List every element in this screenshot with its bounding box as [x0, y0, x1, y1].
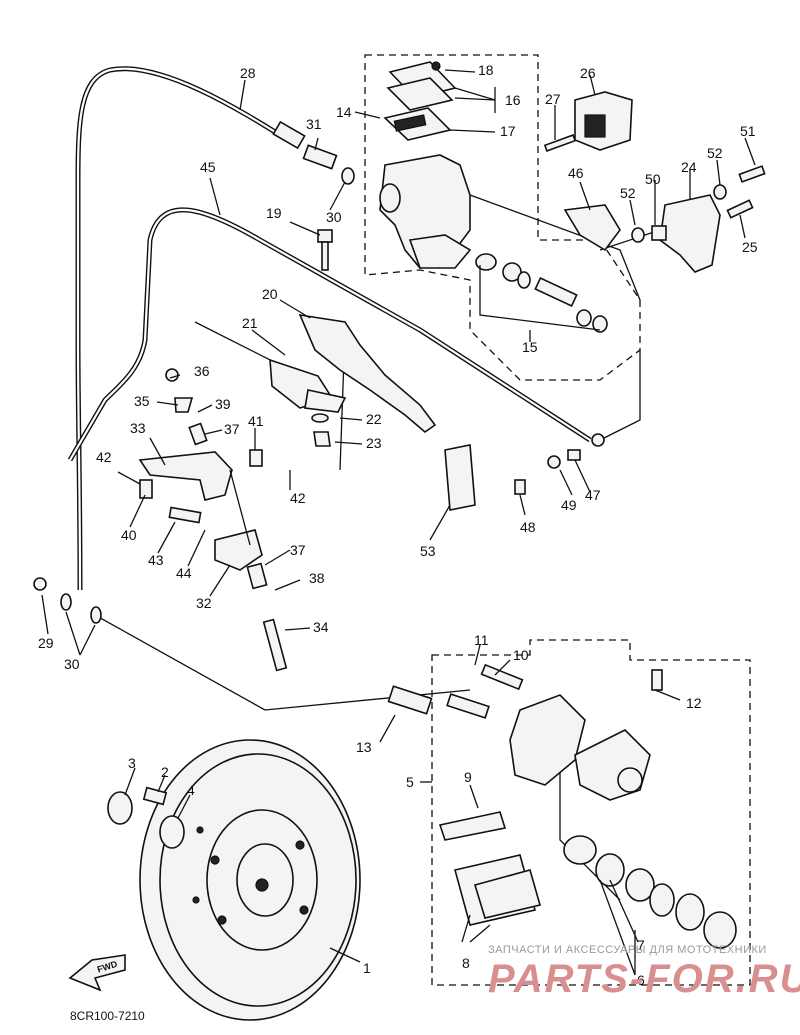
master-cylinder [302, 61, 608, 337]
callout-42a: 42 [96, 449, 112, 465]
callout-12: 12 [686, 695, 702, 711]
callout-7: 7 [637, 937, 645, 953]
callout-19: 19 [266, 205, 282, 221]
callout-52b: 52 [620, 185, 636, 201]
brake-cable-28 [75, 66, 306, 591]
callout-25: 25 [742, 239, 758, 255]
callout-48: 48 [520, 519, 536, 535]
callout-50: 50 [645, 171, 661, 187]
callout-35: 35 [134, 393, 150, 409]
callout-41: 41 [248, 413, 264, 429]
callout-23: 23 [366, 435, 382, 451]
callout-22: 22 [366, 411, 382, 427]
fwd-arrow-icon: FWD [68, 954, 126, 992]
callout-39: 39 [215, 396, 231, 412]
callout-21: 21 [242, 315, 258, 331]
callout-3: 3 [128, 755, 136, 771]
callout-53: 53 [420, 543, 436, 559]
callout-8: 8 [462, 955, 470, 971]
callout-26: 26 [580, 65, 596, 81]
callout-47: 47 [585, 487, 601, 503]
leader-lines [41, 69, 756, 976]
callout-17: 17 [500, 123, 516, 139]
brake-lever [298, 313, 437, 434]
rear-linkage [33, 368, 581, 672]
diagram-code: 8CR100-7210 [70, 1009, 145, 1023]
callout-labels: 1 2 3 4 5 6 7 8 9 10 11 12 13 14 15 16 1… [38, 62, 758, 988]
callout-43: 43 [148, 552, 164, 568]
callout-4: 4 [187, 782, 195, 798]
callout-9: 9 [464, 769, 472, 785]
callout-51: 51 [740, 123, 756, 139]
pedal-bracket [543, 91, 766, 273]
callout-40: 40 [121, 527, 137, 543]
watermark-subtitle: ЗАПЧАСТИ И АКСЕССУАРЫ ДЛЯ МОТОТЕХНИКИ [488, 944, 767, 956]
callout-28: 28 [240, 65, 256, 81]
callout-2: 2 [161, 764, 169, 780]
callout-34: 34 [313, 619, 329, 635]
callout-49: 49 [561, 497, 577, 513]
callout-1: 1 [363, 960, 371, 976]
callout-30b: 30 [326, 209, 342, 225]
callout-5: 5 [406, 774, 414, 790]
callout-16: 16 [505, 92, 521, 108]
brake-caliper [387, 663, 737, 949]
callout-37b: 37 [290, 542, 306, 558]
callout-44: 44 [176, 565, 192, 581]
brake-disc [107, 739, 361, 1021]
callout-15: 15 [522, 339, 538, 355]
callout-13: 13 [356, 739, 372, 755]
lever-switch [194, 321, 347, 447]
callout-18: 18 [478, 62, 494, 78]
callout-38: 38 [309, 570, 325, 586]
callout-45: 45 [200, 159, 216, 175]
callout-32: 32 [196, 595, 212, 611]
assembly-outlines [364, 54, 751, 986]
callout-29: 29 [38, 635, 54, 651]
callout-24: 24 [681, 159, 697, 175]
callout-11: 11 [474, 632, 489, 648]
callout-10: 10 [513, 647, 529, 663]
callout-27: 27 [545, 91, 561, 107]
callout-46: 46 [568, 165, 584, 181]
callout-20: 20 [262, 286, 278, 302]
callout-30a: 30 [64, 656, 80, 672]
callout-36: 36 [194, 363, 210, 379]
callout-37a: 37 [224, 421, 240, 437]
callout-33: 33 [130, 420, 146, 436]
brake-cable-45 [67, 207, 605, 462]
callout-6: 6 [637, 972, 645, 988]
watermark-brand: PARTS-FOR.RU [488, 957, 800, 1001]
callout-42b: 42 [290, 490, 306, 506]
callout-31: 31 [306, 116, 322, 132]
callout-14: 14 [336, 104, 352, 120]
callout-52a: 52 [707, 145, 723, 161]
